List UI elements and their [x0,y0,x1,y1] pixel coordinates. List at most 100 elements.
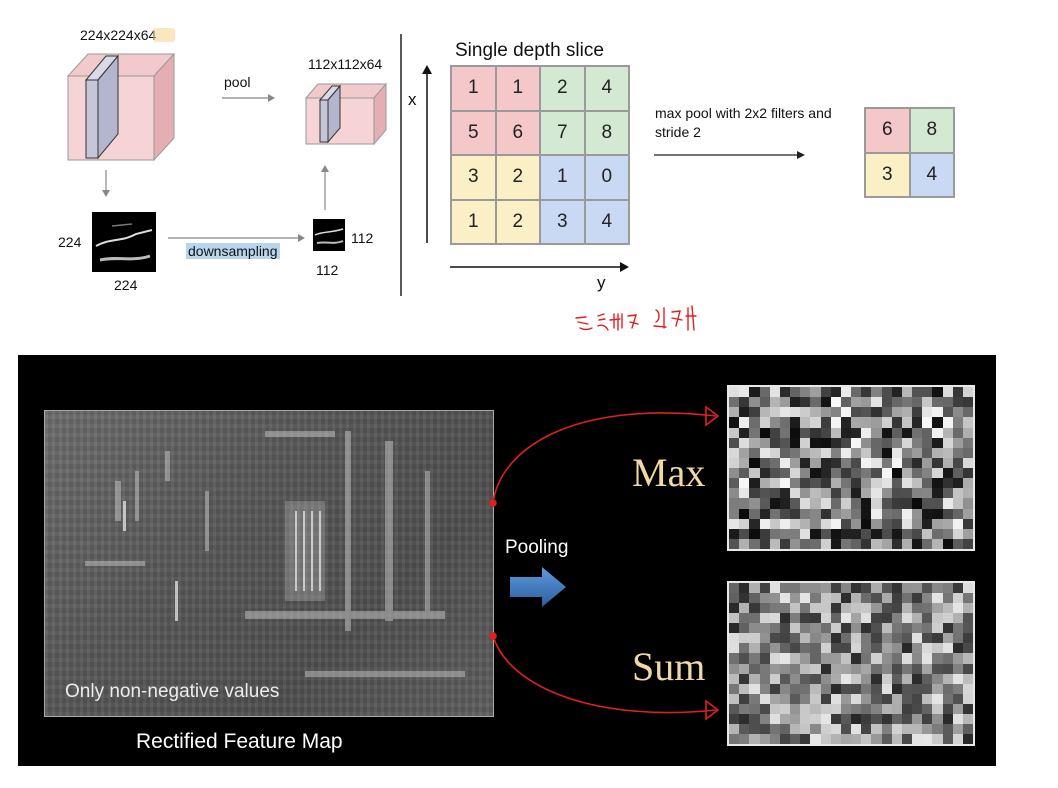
pooled-pixel [749,428,759,438]
pooled-pixel [932,704,942,714]
pooled-pixel [770,643,780,653]
pooled-pixel [810,529,820,539]
pooled-pixel [739,613,749,623]
pooled-pixel [821,714,831,724]
pooled-pixel [790,653,800,663]
pooled-pixel [831,387,841,397]
pooled-pixel [902,643,912,653]
pooled-pixel [902,448,912,458]
pooled-pixel [739,633,749,643]
pooled-pixel [943,387,953,397]
pooled-pixel [892,684,902,694]
pooled-pixel [821,498,831,508]
pooled-pixel [882,458,892,468]
pooled-pixel [790,488,800,498]
pooled-pixel [871,734,881,744]
pooled-pixel [780,498,790,508]
pooled-pixel [800,593,810,603]
pooled-pixel [739,714,749,724]
pooled-pixel [800,643,810,653]
pooled-pixel [770,653,780,663]
pooled-pixel [790,583,800,593]
pooled-pixel [760,519,770,529]
pooled-pixel [841,613,851,623]
pooled-pixel [841,498,851,508]
pooled-pixel [932,633,942,643]
pooled-pixel [943,593,953,603]
pooled-pixel [871,633,881,643]
pooled-pixel [790,674,800,684]
pooled-pixel [953,478,963,488]
pooled-pixel [760,539,770,549]
pooled-pixel [800,623,810,633]
pooled-pixel [892,458,902,468]
pooled-pixel [790,724,800,734]
pooled-pixel [953,519,963,529]
pooled-pixel [943,613,953,623]
pooled-pixel [760,643,770,653]
pooled-pixel [780,724,790,734]
pooled-pixel [821,509,831,519]
pooled-pixel [739,498,749,508]
pooled-pixel [821,674,831,684]
pooled-pixel [749,498,759,508]
pooled-pixel [821,519,831,529]
pooled-pixel [790,509,800,519]
pooled-pixel [943,684,953,694]
pooled-pixel [861,387,871,397]
pooled-pixel [871,643,881,653]
pooled-pixel [790,643,800,653]
pooled-pixel [912,478,922,488]
pooled-pixel [892,694,902,704]
pooled-pixel [760,407,770,417]
pooled-pixel [760,438,770,448]
pooled-pixel [943,583,953,593]
pooled-pixel [953,593,963,603]
pooled-pixel [790,714,800,724]
pooled-pixel [821,653,831,663]
pooled-pixel [780,417,790,427]
pooled-pixel [780,623,790,633]
pooled-pixel [770,509,780,519]
pooled-pixel [861,714,871,724]
pooled-pixel [861,498,871,508]
pooled-pixel [800,724,810,734]
pooled-pixel [770,448,780,458]
pooled-pixel [831,478,841,488]
pooled-pixel [943,714,953,724]
pooled-pixel [861,539,871,549]
pooled-pixel [841,583,851,593]
pooled-pixel [963,407,973,417]
pooled-pixel [871,478,881,488]
pooled-pixel [963,387,973,397]
pooled-pixel [851,407,861,417]
pooled-pixel [810,613,820,623]
pooled-pixel [912,488,922,498]
pooled-pixel [831,488,841,498]
pooled-pixel [821,539,831,549]
pooled-pixel [963,583,973,593]
pooled-pixel [963,704,973,714]
pooled-pixel [963,438,973,448]
pooled-pixel [821,633,831,643]
pooled-pixel [749,643,759,653]
pooled-pixel [780,458,790,468]
pooled-pixel [810,417,820,427]
pooled-pixel [871,407,881,417]
pooled-pixel [790,633,800,643]
pooled-pixel [851,664,861,674]
pooled-pixel [790,603,800,613]
pooled-pixel [902,633,912,643]
pooled-pixel [882,539,892,549]
pooled-pixel [882,407,892,417]
pooled-pixel [831,529,841,539]
pooled-pixel [922,448,932,458]
input-volume [68,54,174,160]
pooled-pixel [892,623,902,633]
pooled-pixel [861,428,871,438]
slice-cell: 2 [540,66,585,111]
pooled-pixel [760,468,770,478]
pooled-pixel [749,509,759,519]
pooled-pixel [749,417,759,427]
pooled-pixel [953,498,963,508]
